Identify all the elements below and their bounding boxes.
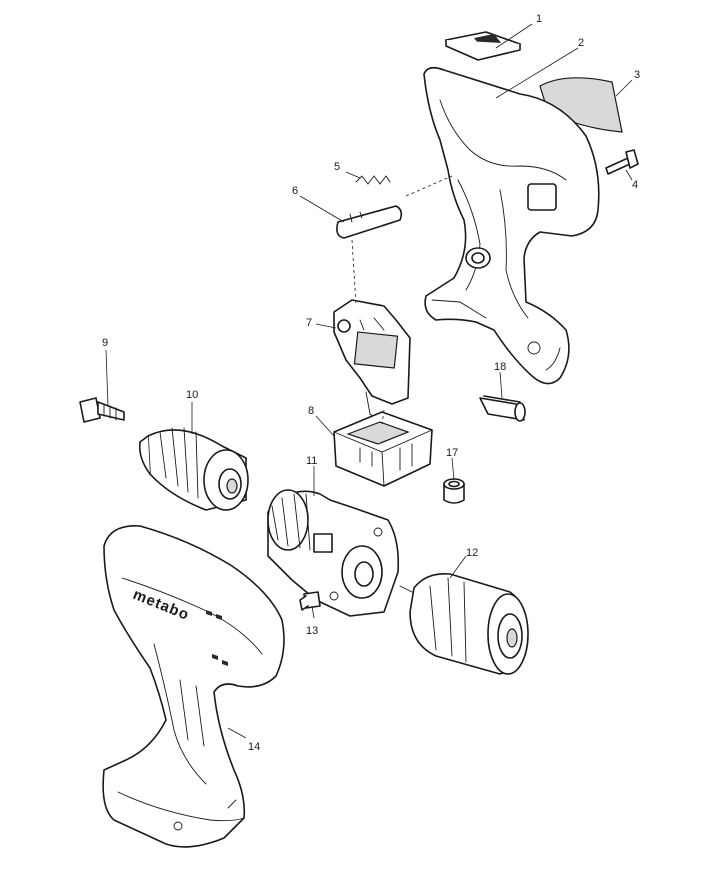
part-11-gearbox [267,489,400,617]
part-14-main-housing: metabo [102,525,285,848]
callout-13: 13 [306,625,318,637]
part-9-bolt [79,397,125,423]
part-4-screw [605,149,639,175]
part-8-terminal-block [333,411,433,487]
callout-10: 10 [186,389,198,401]
callout-5: 5 [334,161,340,173]
callout-18: 18 [494,361,506,373]
part-2-housing-half [423,66,600,385]
part-10-chuck [138,427,249,511]
callout-3: 3 [634,69,640,81]
part-13-screw [299,591,321,611]
callout-4: 4 [632,179,638,191]
leader-lines [105,23,633,739]
part-12-motor [399,572,529,675]
part-6-rod [336,205,403,239]
part-1-switch-slider [445,31,521,61]
callout-17: 17 [446,447,458,459]
callout-7: 7 [306,317,312,329]
callout-14: 14 [248,741,260,753]
callout-1: 1 [536,13,542,25]
part-7-switch-unit [333,299,411,418]
callout-6: 6 [292,185,298,197]
callout-9: 9 [102,337,108,349]
callout-2: 2 [578,37,584,49]
part-17-bushing [443,478,465,504]
callout-8: 8 [308,405,314,417]
callout-labels: 1 2 3 4 5 6 7 8 9 10 11 12 13 14 17 18 [102,13,640,753]
callout-12: 12 [466,547,478,559]
part-5-spring [355,175,391,185]
callout-11: 11 [306,455,317,467]
part-18-sleeve [479,395,526,422]
